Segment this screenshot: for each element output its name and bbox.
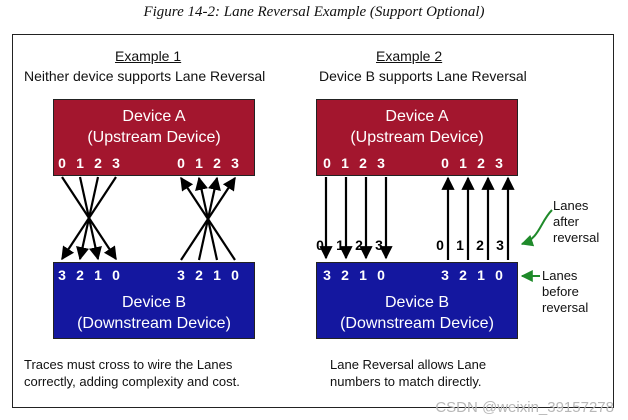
lane-label: 3 <box>323 267 331 283</box>
lanes-after-reversal-label: Lanes after reversal <box>553 198 599 246</box>
note-line: Traces must cross to wire the Lanes <box>24 357 233 372</box>
lane-label: 3 <box>58 267 66 283</box>
lane-label: 0 <box>58 155 66 171</box>
example1-device-a: Device A (Upstream Device) 0 1 2 3 0 1 2… <box>53 99 255 176</box>
crossed-trace-arrow <box>180 176 236 261</box>
label-line: after <box>553 214 580 229</box>
lane-label: 1 <box>359 267 367 283</box>
lane-label: 1 <box>459 155 467 171</box>
lane-label: 2 <box>94 155 102 171</box>
lane-after-label: 1 <box>336 237 344 253</box>
example2-title: Example 2 <box>376 48 443 64</box>
lane-label: 1 <box>213 267 221 283</box>
lane-label: 3 <box>112 155 120 171</box>
lane-label: 2 <box>213 155 221 171</box>
lane-label: 1 <box>341 155 349 171</box>
note-line: Lane Reversal allows Lane <box>330 357 487 372</box>
lane-label: 3 <box>495 155 503 171</box>
example1-title: Example 1 <box>115 48 182 64</box>
lane-label: 2 <box>76 267 84 283</box>
lane-label: 0 <box>323 155 331 171</box>
lane-after-label: 0 <box>436 237 444 253</box>
device-a-name: Device A <box>122 108 186 125</box>
watermark: CSDN @weixin_39157278 <box>435 399 614 416</box>
lane-after-label: 0 <box>316 237 324 253</box>
lane-label: 1 <box>195 155 203 171</box>
device-a-role: (Upstream Device) <box>87 129 221 146</box>
example2-device-a: Device A (Upstream Device) 0 1 2 3 0 1 2… <box>316 99 518 176</box>
device-b-name: Device B <box>121 294 187 311</box>
label-line: before <box>542 284 579 299</box>
device-b-role: (Downstream Device) <box>340 315 494 332</box>
lane-label: 3 <box>177 267 185 283</box>
lane-label: 0 <box>495 267 503 283</box>
example2-device-b: 3 2 1 0 3 2 1 0 Device B (Downstream Dev… <box>316 262 518 339</box>
device-a-role: (Upstream Device) <box>350 129 484 146</box>
after-reversal-pointer-arrow <box>520 209 553 247</box>
lane-label: 1 <box>94 267 102 283</box>
note-line: correctly, adding complexity and cost. <box>24 374 240 389</box>
lane-label: 2 <box>359 155 367 171</box>
lane-label: 0 <box>441 155 449 171</box>
lane-label: 2 <box>477 155 485 171</box>
label-line: reversal <box>553 230 600 245</box>
lane-label: 3 <box>441 267 449 283</box>
device-b-name: Device B <box>384 294 450 311</box>
lane-label: 1 <box>76 155 84 171</box>
example1-device-b: 3 2 1 0 3 2 1 0 Device B (Downstream Dev… <box>53 262 255 339</box>
device-b-role: (Downstream Device) <box>77 315 231 332</box>
lane-label: 1 <box>477 267 485 283</box>
label-line: Lanes <box>542 268 578 283</box>
figure-frame <box>12 34 614 408</box>
lane-label: 3 <box>377 155 385 171</box>
example2-note: Lane Reversal allows Lane numbers to mat… <box>330 356 486 390</box>
lane-label: 2 <box>195 267 203 283</box>
lanes-before-reversal-label: Lanes before reversal <box>542 268 588 316</box>
label-line: reversal <box>542 300 589 315</box>
crossed-trace-arrow <box>61 176 117 261</box>
example1-subtitle: Neither device supports Lane Reversal <box>24 68 266 84</box>
label-line: Lanes <box>553 198 589 213</box>
lane-after-label: 2 <box>355 237 363 253</box>
lane-label: 0 <box>177 155 185 171</box>
lane-after-label: 1 <box>456 237 464 253</box>
lane-label: 0 <box>377 267 385 283</box>
lane-label: 2 <box>459 267 467 283</box>
device-a-name: Device A <box>385 108 449 125</box>
lane-after-label: 3 <box>375 237 383 253</box>
lane-after-label: 2 <box>476 237 484 253</box>
lane-label: 0 <box>112 267 120 283</box>
example1-note: Traces must cross to wire the Lanes corr… <box>24 356 240 390</box>
figure-caption: Figure 14-2: Lane Reversal Example (Supp… <box>143 4 485 20</box>
lane-label: 0 <box>231 267 239 283</box>
note-line: numbers to match directly. <box>330 374 482 389</box>
lane-after-label: 3 <box>496 237 504 253</box>
lane-label: 3 <box>231 155 239 171</box>
lane-label: 2 <box>341 267 349 283</box>
example2-subtitle: Device B supports Lane Reversal <box>319 68 527 84</box>
